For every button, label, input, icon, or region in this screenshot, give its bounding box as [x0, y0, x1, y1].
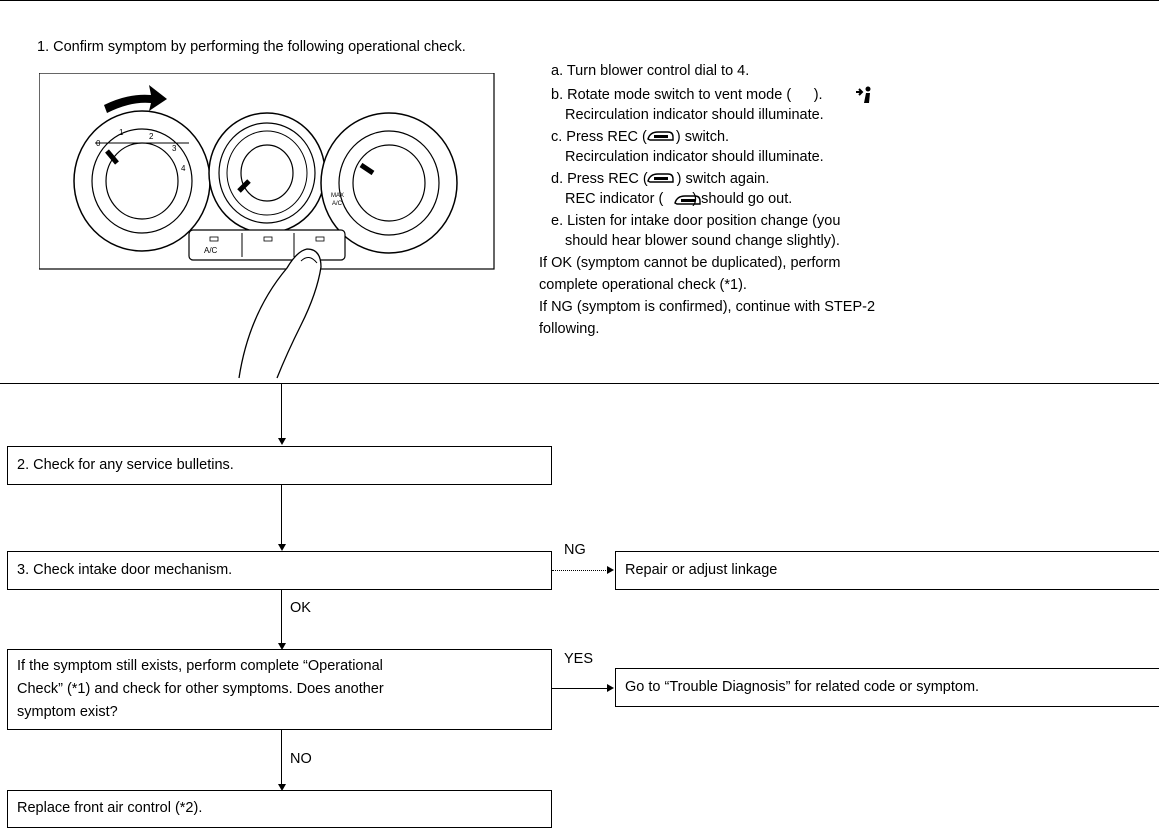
svg-text:A/C: A/C — [332, 201, 343, 207]
if-ok-line2: complete operational check (*1). — [539, 277, 747, 293]
instruction-c: c. Press REC ( ) switch. — [551, 129, 730, 145]
yes-arrow — [607, 684, 614, 692]
instruction-b: b. Rotate mode switch to vent mode ( ). — [551, 87, 823, 103]
instruction-b-note: Recirculation indicator should illuminat… — [565, 107, 824, 123]
svg-text:2: 2 — [149, 132, 154, 141]
trouble-diagnosis-text: Go to “Trouble Diagnosis” for related co… — [625, 679, 980, 695]
repair-box: Repair or adjust linkage — [615, 551, 1159, 590]
instruction-e: e. Listen for intake door position chang… — [551, 213, 841, 229]
step5-text: Replace front air control (*2). — [17, 800, 203, 816]
svg-text:MAX: MAX — [331, 193, 344, 199]
if-ng-line2: following. — [539, 321, 600, 337]
step4-line1: If the symptom still exists, perform com… — [17, 658, 383, 674]
ng-arrow — [607, 566, 614, 574]
yes-label: YES — [564, 651, 594, 667]
ng-label: NG — [564, 542, 586, 558]
repair-text: Repair or adjust linkage — [625, 562, 778, 578]
connector-1-2 — [281, 384, 283, 440]
trouble-diagnosis-box: Go to “Trouble Diagnosis” for related co… — [615, 668, 1159, 707]
connector-2-3 — [281, 485, 283, 546]
step5-box: Replace front air control (*2). — [7, 790, 552, 828]
arrow-3-4 — [278, 643, 286, 650]
instruction-e-note: should hear blower sound change slightly… — [565, 233, 840, 249]
step2-box: 2. Check for any service bulletins. — [7, 446, 552, 485]
instruction-c-note: Recirculation indicator should illuminat… — [565, 149, 824, 165]
step1-box: 1. Confirm symptom by performing the fol… — [0, 0, 1159, 384]
connector-3-4 — [281, 590, 283, 645]
vent-mode-icon — [856, 86, 871, 103]
rec-icon — [647, 173, 674, 183]
svg-text:0: 0 — [96, 139, 101, 148]
ok-label: OK — [290, 600, 311, 616]
step1-instructions: a. Turn blower control dial to 4. b. Rot… — [539, 63, 1139, 383]
rec-icon — [674, 195, 701, 205]
step3-text: 3. Check intake door mechanism. — [17, 562, 233, 578]
no-label: NO — [290, 751, 312, 767]
if-ok-line1: If OK (symptom cannot be duplicated), pe… — [539, 255, 841, 271]
instruction-a: a. Turn blower control dial to 4. — [551, 63, 750, 79]
step1-title: 1. Confirm symptom by performing the fol… — [37, 39, 466, 55]
svg-text:A/C: A/C — [204, 246, 218, 255]
svg-text:1: 1 — [119, 128, 124, 137]
arrow-1-2 — [278, 438, 286, 445]
yes-connector — [552, 688, 608, 690]
svg-text:3: 3 — [172, 144, 177, 153]
step4-line3: symptom exist? — [17, 704, 118, 720]
arrow-4-5 — [278, 784, 286, 791]
rec-icon — [647, 131, 674, 141]
svg-text:4: 4 — [181, 164, 186, 173]
control-panel-illustration: 0 1 2 3 4 MAX A/C A/C — [39, 73, 495, 379]
step4-box: If the symptom still exists, perform com… — [7, 649, 552, 730]
arrow-2-3 — [278, 544, 286, 551]
ng-connector — [552, 570, 608, 571]
step3-box: 3. Check intake door mechanism. — [7, 551, 552, 590]
step2-text: 2. Check for any service bulletins. — [17, 457, 234, 473]
if-ng-line1: If NG (symptom is confirmed), continue w… — [539, 299, 876, 315]
step4-line2: Check” (*1) and check for other symptoms… — [17, 681, 384, 697]
connector-4-5 — [281, 730, 283, 786]
instruction-d-note: REC indicator ( ) should go out. — [565, 191, 793, 207]
